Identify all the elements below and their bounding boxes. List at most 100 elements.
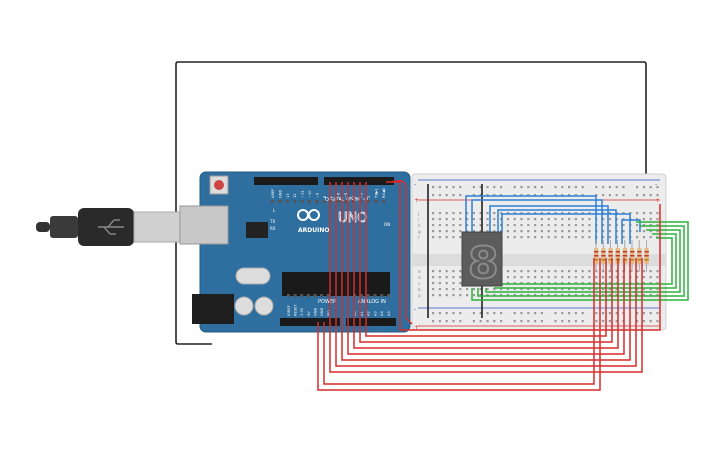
breadboard-hole[interactable] — [581, 294, 584, 297]
breadboard-hole[interactable] — [513, 276, 516, 279]
rail-hole[interactable] — [615, 312, 618, 315]
breadboard-hole[interactable] — [588, 288, 591, 291]
breadboard-hole[interactable] — [486, 224, 489, 227]
breadboard-hole[interactable] — [568, 212, 571, 215]
rail-hole[interactable] — [554, 186, 557, 189]
breadboard-hole[interactable] — [561, 276, 564, 279]
rail-hole[interactable] — [649, 320, 652, 323]
breadboard-hole[interactable] — [547, 218, 550, 221]
breadboard-hole[interactable] — [649, 212, 652, 215]
breadboard-hole[interactable] — [486, 218, 489, 221]
breadboard-hole[interactable] — [534, 276, 537, 279]
rail-hole[interactable] — [486, 312, 489, 315]
breadboard-hole[interactable] — [493, 224, 496, 227]
breadboard-hole[interactable] — [472, 212, 475, 215]
breadboard-hole[interactable] — [534, 288, 537, 291]
breadboard-hole[interactable] — [649, 282, 652, 285]
rail-hole[interactable] — [615, 186, 618, 189]
header-pin[interactable] — [322, 200, 326, 203]
breadboard-hole[interactable] — [608, 230, 611, 233]
breadboard-hole[interactable] — [595, 282, 598, 285]
breadboard-hole[interactable] — [445, 294, 448, 297]
rail-hole[interactable] — [649, 194, 652, 197]
breadboard-hole[interactable] — [472, 294, 475, 297]
breadboard-hole[interactable] — [486, 288, 489, 291]
breadboard-hole[interactable] — [588, 236, 591, 239]
breadboard-hole[interactable] — [649, 288, 652, 291]
rail-hole[interactable] — [636, 320, 639, 323]
breadboard-hole[interactable] — [438, 288, 441, 291]
breadboard-hole[interactable] — [520, 288, 523, 291]
rail-hole[interactable] — [479, 194, 482, 197]
breadboard-hole[interactable] — [506, 288, 509, 291]
breadboard-hole[interactable] — [581, 236, 584, 239]
rail-hole[interactable] — [520, 194, 523, 197]
breadboard-hole[interactable] — [642, 212, 645, 215]
breadboard-hole[interactable] — [438, 276, 441, 279]
breadboard-hole[interactable] — [588, 294, 591, 297]
rail-hole[interactable] — [581, 194, 584, 197]
rail-hole[interactable] — [568, 186, 571, 189]
power-pin[interactable] — [287, 294, 290, 297]
breadboard-hole[interactable] — [493, 288, 496, 291]
breadboard-hole[interactable] — [540, 270, 543, 273]
header-pin[interactable] — [315, 200, 319, 203]
rail-hole[interactable] — [493, 194, 496, 197]
rail-hole[interactable] — [513, 186, 516, 189]
rail-hole[interactable] — [540, 320, 543, 323]
analog-pin[interactable] — [387, 294, 390, 297]
breadboard-hole[interactable] — [656, 270, 659, 273]
digital-pin[interactable] — [367, 200, 370, 203]
breadboard-hole[interactable] — [561, 212, 564, 215]
breadboard-hole[interactable] — [588, 282, 591, 285]
breadboard-hole[interactable] — [554, 224, 557, 227]
power-pin[interactable] — [300, 294, 304, 297]
rail-hole[interactable] — [622, 194, 625, 197]
rail-hole[interactable] — [642, 312, 645, 315]
breadboard-hole[interactable] — [636, 236, 639, 239]
breadboard-hole[interactable] — [574, 276, 577, 279]
analog-pin[interactable] — [366, 294, 370, 297]
breadboard-hole[interactable] — [608, 282, 611, 285]
breadboard-hole[interactable] — [649, 236, 652, 239]
rail-hole[interactable] — [581, 186, 584, 189]
rail-hole[interactable] — [445, 194, 448, 197]
rail-hole[interactable] — [581, 320, 584, 323]
breadboard-hole[interactable] — [493, 294, 496, 297]
breadboard-hole[interactable] — [479, 212, 482, 215]
rail-hole[interactable] — [432, 320, 435, 323]
breadboard-hole[interactable] — [445, 276, 448, 279]
breadboard-hole[interactable] — [547, 270, 550, 273]
breadboard-hole[interactable] — [506, 294, 509, 297]
breadboard-hole[interactable] — [636, 270, 639, 273]
breadboard-hole[interactable] — [656, 224, 659, 227]
breadboard-hole[interactable] — [513, 218, 516, 221]
breadboard-hole[interactable] — [540, 224, 543, 227]
breadboard-hole[interactable] — [459, 294, 462, 297]
breadboard-hole[interactable] — [642, 218, 645, 221]
rail-hole[interactable] — [534, 320, 537, 323]
rail-hole[interactable] — [438, 194, 441, 197]
rail-hole[interactable] — [554, 312, 557, 315]
breadboard-hole[interactable] — [602, 230, 605, 233]
rail-hole[interactable] — [445, 186, 448, 189]
breadboard-hole[interactable] — [554, 230, 557, 233]
rail-hole[interactable] — [493, 186, 496, 189]
breadboard-hole[interactable] — [520, 224, 523, 227]
rail-hole[interactable] — [636, 312, 639, 315]
rail-hole[interactable] — [568, 194, 571, 197]
breadboard-hole[interactable] — [527, 276, 530, 279]
breadboard-hole[interactable] — [438, 282, 441, 285]
breadboard-hole[interactable] — [520, 276, 523, 279]
breadboard-hole[interactable] — [581, 276, 584, 279]
breadboard-hole[interactable] — [432, 276, 435, 279]
rail-hole[interactable] — [445, 320, 448, 323]
breadboard-hole[interactable] — [602, 294, 605, 297]
digital-pin[interactable] — [344, 200, 348, 203]
breadboard-hole[interactable] — [534, 270, 537, 273]
power-pin[interactable] — [293, 294, 297, 297]
rail-hole[interactable] — [534, 312, 537, 315]
rail-hole[interactable] — [554, 320, 557, 323]
